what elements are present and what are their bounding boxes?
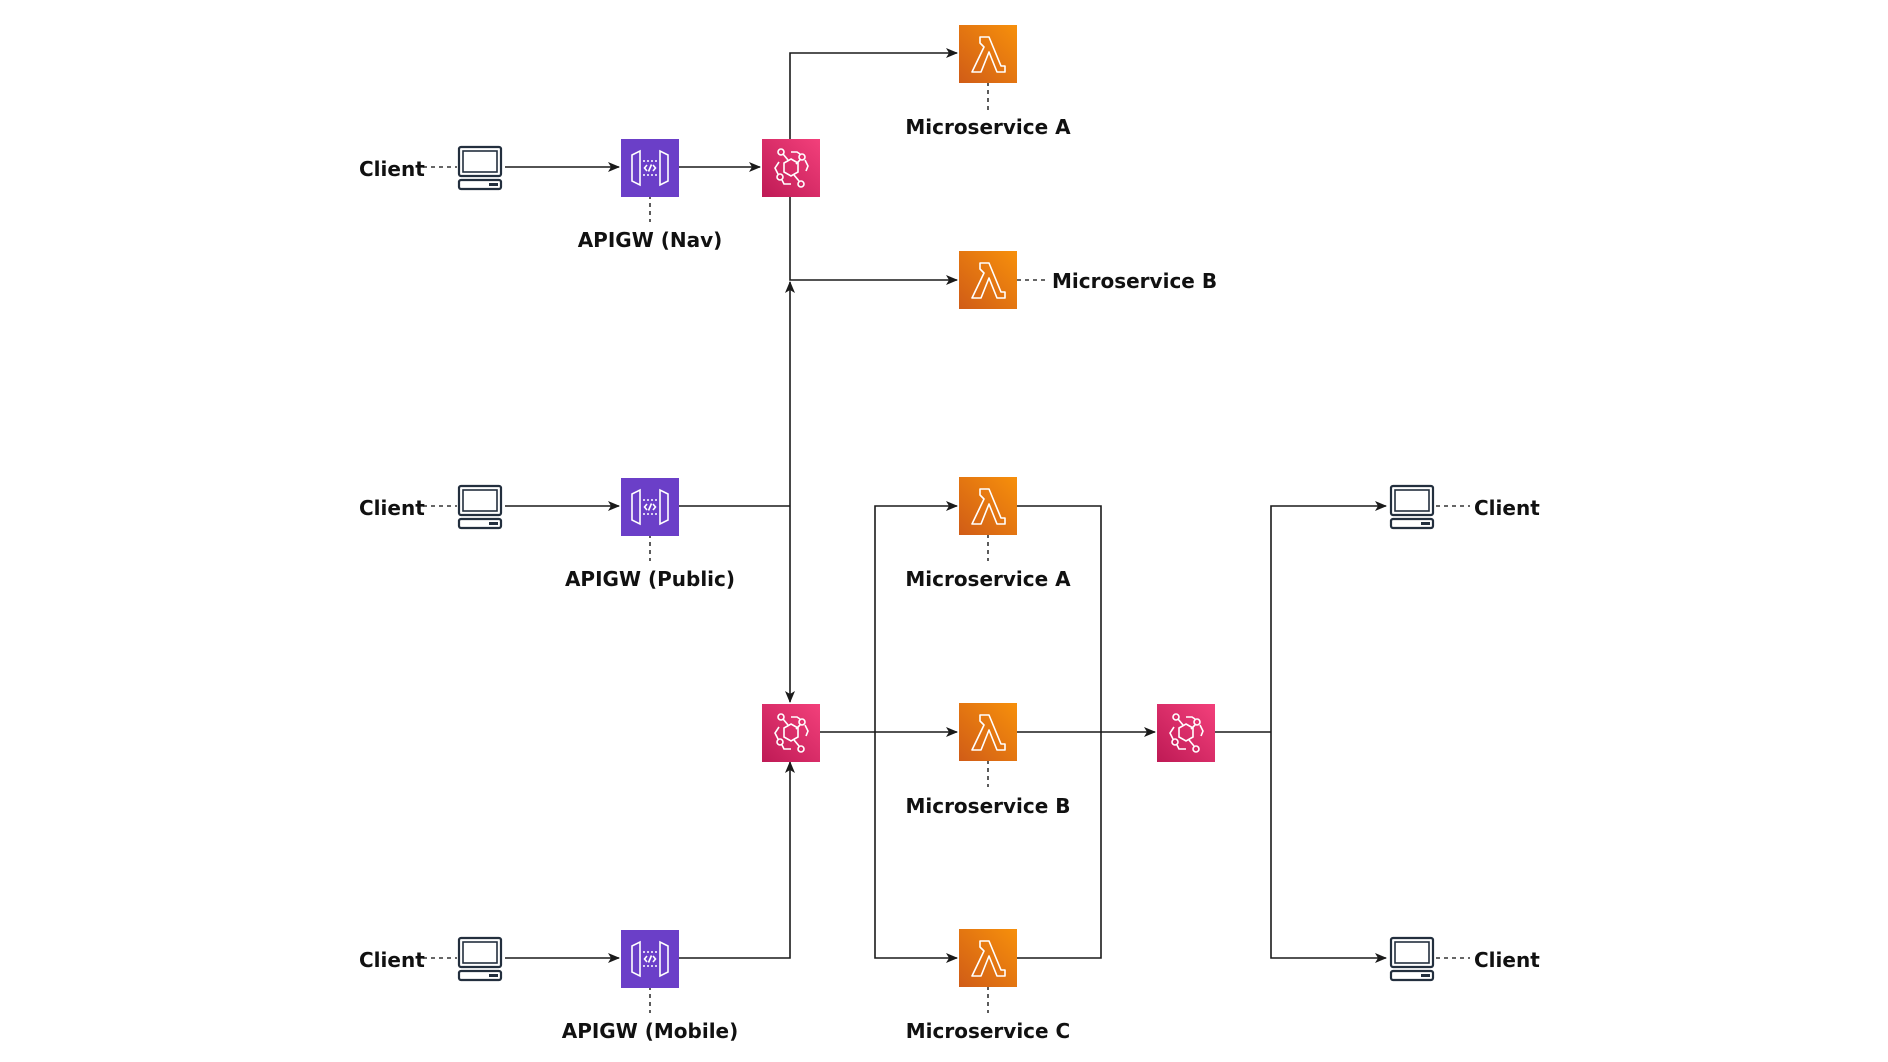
node-client-out-1[interactable]: Client <box>1389 484 1540 530</box>
lambda-icon <box>959 477 1017 535</box>
node-label: APIGW (Nav) <box>578 228 723 252</box>
api-gateway-icon <box>621 478 679 536</box>
node-label: APIGW (Public) <box>565 567 735 591</box>
node-label: APIGW (Mobile) <box>562 1019 739 1043</box>
edge-eventbridge-nav-to-microservice-a-top <box>789 48 958 139</box>
node-microservice-a[interactable]: Microservice A <box>905 477 1071 591</box>
edge-eventbridge-main-to-microservice-a <box>874 501 958 732</box>
node-eventbridge-out[interactable] <box>1157 704 1215 762</box>
node-client-out-2[interactable]: Client <box>1389 936 1540 982</box>
node-label: Client <box>1474 948 1540 972</box>
eventbridge-icon <box>762 704 820 762</box>
desktop-computer-icon <box>1389 936 1435 982</box>
node-label: Client <box>359 496 425 520</box>
node-microservice-b-top[interactable]: Microservice B <box>959 251 1217 309</box>
node-label: Microservice A <box>905 115 1071 139</box>
node-label: Microservice C <box>906 1019 1071 1043</box>
eventbridge-icon <box>762 139 820 197</box>
node-label: Microservice A <box>905 567 1071 591</box>
node-apigw-nav[interactable]: APIGW (Nav) <box>578 139 723 252</box>
node-microservice-a-top[interactable]: Microservice A <box>905 25 1071 139</box>
edge-eventbridge-out-to-client-2 <box>1270 732 1387 963</box>
api-gateway-icon <box>621 930 679 988</box>
edges <box>505 48 1387 963</box>
edge-eventbridge-main-to-microservice-c <box>874 732 958 963</box>
node-eventbridge-main[interactable] <box>762 704 820 762</box>
node-microservice-c[interactable]: Microservice C <box>906 929 1071 1043</box>
node-apigw-public[interactable]: APIGW (Public) <box>565 478 735 591</box>
lambda-icon <box>959 25 1017 83</box>
edge-microservice-c-to-eventbridge-out <box>1017 732 1102 959</box>
node-label: Microservice B <box>1052 269 1217 293</box>
edge-microservice-a-to-eventbridge-out <box>1017 505 1102 732</box>
edge-eventbridge-nav-to-microservice-b-top <box>789 195 958 285</box>
node-eventbridge-nav[interactable] <box>762 139 820 197</box>
desktop-computer-icon <box>457 484 503 530</box>
edge-eventbridge-out-to-client-1 <box>1270 501 1387 732</box>
node-label: Client <box>359 157 425 181</box>
label-connectors <box>423 82 1470 1013</box>
desktop-computer-icon <box>457 936 503 982</box>
node-label: Client <box>359 948 425 972</box>
lambda-icon <box>959 251 1017 309</box>
node-apigw-mobile[interactable]: APIGW (Mobile) <box>562 930 739 1043</box>
node-label: Client <box>1474 496 1540 520</box>
node-microservice-b[interactable]: Microservice B <box>905 703 1071 818</box>
eventbridge-icon <box>1157 704 1215 762</box>
lambda-icon <box>959 703 1017 761</box>
node-client-nav[interactable]: Client <box>359 145 503 191</box>
desktop-computer-icon <box>1389 484 1435 530</box>
lambda-icon <box>959 929 1017 987</box>
api-gateway-icon <box>621 139 679 197</box>
node-client-mobile[interactable]: Client <box>359 936 503 982</box>
node-client-public[interactable]: Client <box>359 484 503 530</box>
edge-apigw-mobile-to-eventbridge-main <box>679 761 795 959</box>
desktop-computer-icon <box>457 145 503 191</box>
node-label: Microservice B <box>905 794 1070 818</box>
